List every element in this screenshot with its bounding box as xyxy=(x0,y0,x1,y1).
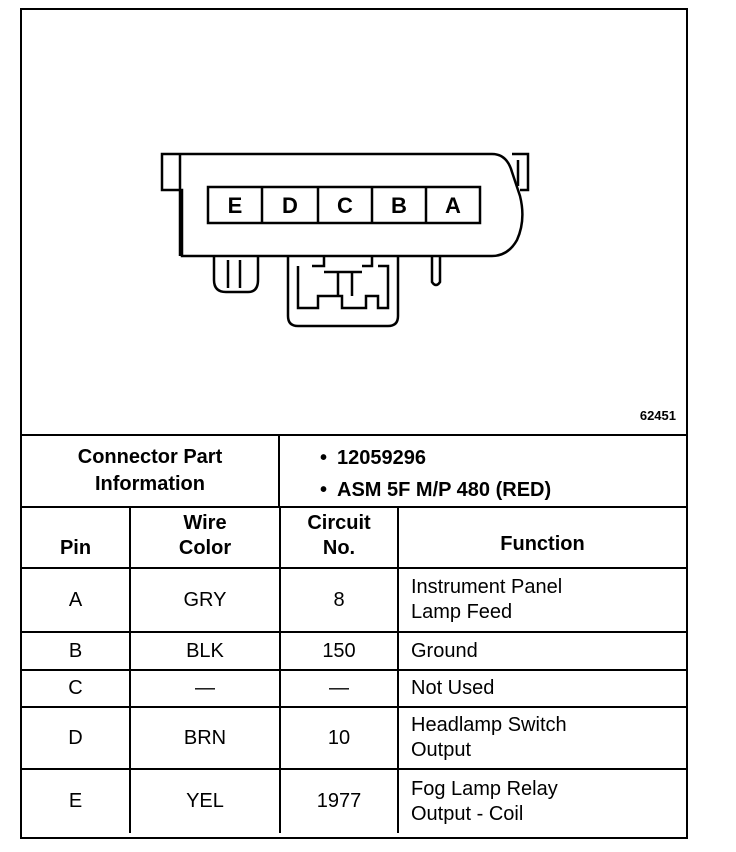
part-info-list: 12059296 ASM 5F M/P 480 (RED) xyxy=(280,436,686,506)
table-row: B BLK 150 Ground xyxy=(22,631,686,671)
header-pin: Pin xyxy=(22,508,131,569)
cavity-label-d: D xyxy=(282,193,298,218)
table-row: C — — Not Used xyxy=(22,669,686,708)
pin-cell: B xyxy=(22,631,131,671)
part-number: 12059296 xyxy=(320,442,686,474)
circuit-cell: 150 xyxy=(279,631,399,671)
cavity-label-c: C xyxy=(337,193,353,218)
part-description: ASM 5F M/P 480 (RED) xyxy=(320,474,686,506)
header-function: Function xyxy=(397,508,686,569)
part-info-label-line1: Connector Part xyxy=(77,446,223,468)
cavity-label-b: B xyxy=(391,193,407,218)
circuit-cell: — xyxy=(279,669,399,708)
connector-body-outline xyxy=(160,152,524,258)
wire-color-cell: BLK xyxy=(129,631,281,671)
pin-cell: E xyxy=(22,768,131,833)
circuit-cell: 1977 xyxy=(279,768,399,833)
connector-left-post xyxy=(212,256,260,294)
wire-color-cell: YEL xyxy=(129,768,281,833)
connector-latch xyxy=(512,152,530,192)
wire-color-cell: BRN xyxy=(129,706,281,770)
wire-color-cell: — xyxy=(129,669,281,708)
pin-cell: D xyxy=(22,706,131,770)
figure-number: 62451 xyxy=(639,408,676,423)
function-cell: Ground xyxy=(397,631,686,671)
part-info-label: Connector Part Information xyxy=(22,436,280,506)
connector-right-pin xyxy=(430,256,442,287)
wire-color-cell: GRY xyxy=(129,567,281,633)
function-cell: Not Used xyxy=(397,669,686,708)
cavity-label-a: A xyxy=(445,193,461,218)
connector-part-info: Connector Part Information 12059296 ASM … xyxy=(22,434,686,508)
cavity-strip xyxy=(206,185,482,225)
cavity-label-e: E xyxy=(228,193,243,218)
connector-drawing: E D C B A xyxy=(160,152,530,328)
connector-lock-tab xyxy=(286,256,400,328)
connector-sheet: E D C B A 62451 Connector Part Informati… xyxy=(20,8,688,839)
pin-cell: C xyxy=(22,669,131,708)
circuit-cell: 10 xyxy=(279,706,399,770)
circuit-cell: 8 xyxy=(279,567,399,633)
part-info-label-line2: Information xyxy=(95,473,205,495)
pin-cell: A xyxy=(22,567,131,633)
